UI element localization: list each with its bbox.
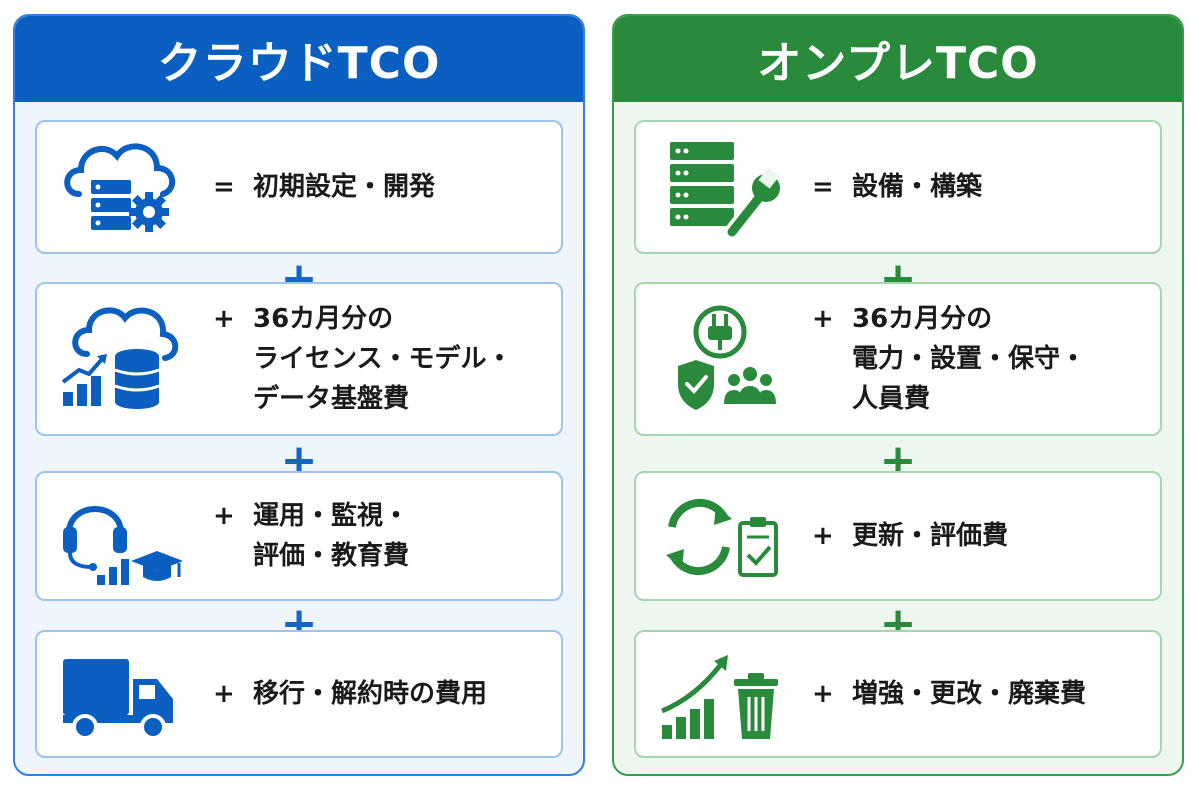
onprem-tco-title: オンプレTCO <box>614 16 1182 102</box>
growth-chart-trash-icon <box>656 639 786 749</box>
operator-plus: + <box>812 304 834 334</box>
refresh-clipboard-icon <box>656 481 786 591</box>
plug-shield-people-icon <box>656 304 786 414</box>
onprem-item-renewal: + 更新・評価費 <box>634 471 1162 601</box>
onprem-item-expansion: + 増強・更改・廃棄費 <box>634 630 1162 758</box>
onprem-tco-panel: オンプレTCO = 設備・構築 + <box>612 14 1184 776</box>
operator-plus: + <box>213 304 235 334</box>
item-label: 増強・更改・廃棄費 <box>852 679 1087 709</box>
cloud-item-license: + 36カ月分の ライセンス・モデル・ データ基盤費 <box>35 282 563 436</box>
truck-icon <box>57 639 187 749</box>
cloud-tco-panel: クラウドTCO = 初期設定・開発 <box>13 14 585 776</box>
item-label: 設備・構築 <box>852 172 983 202</box>
item-label-line: ライセンス・モデル・ <box>253 344 513 374</box>
cloud-tco-title: クラウドTCO <box>15 16 583 102</box>
cloud-item-migration: + 移行・解約時の費用 <box>35 630 563 758</box>
operator-plus: + <box>213 501 235 531</box>
server-wrench-icon <box>656 132 786 242</box>
onprem-item-power: + 36カ月分の 電力・設置・保守・ 人員費 <box>634 282 1162 436</box>
item-label-line: 人員費 <box>852 384 931 414</box>
operator-plus: + <box>812 679 834 709</box>
item-label-line: 電力・設置・保守・ <box>852 344 1087 374</box>
item-label: 初期設定・開発 <box>253 172 436 202</box>
cloud-server-gear-icon <box>57 132 187 242</box>
onprem-item-equipment: = 設備・構築 <box>634 120 1162 254</box>
operator-equals: = <box>213 172 235 202</box>
item-label: 更新・評価費 <box>852 521 1009 551</box>
operator-plus: + <box>213 679 235 709</box>
cloud-item-initial-setup: = 初期設定・開発 <box>35 120 563 254</box>
item-label-line: 36カ月分の <box>852 304 993 334</box>
cloud-item-operations: + 運用・監視・ 評価・教育費 <box>35 471 563 601</box>
operator-equals: = <box>812 172 834 202</box>
item-label-line: 評価・教育費 <box>253 541 410 571</box>
item-label-line: 運用・監視・ <box>253 501 410 531</box>
item-label: 移行・解約時の費用 <box>253 679 488 709</box>
item-label-line: 36カ月分の <box>253 304 394 334</box>
cloud-chart-database-icon <box>57 304 187 414</box>
item-label-line: データ基盤費 <box>253 384 410 414</box>
operator-plus: + <box>812 521 834 551</box>
headset-chart-graduation-icon <box>57 481 187 591</box>
